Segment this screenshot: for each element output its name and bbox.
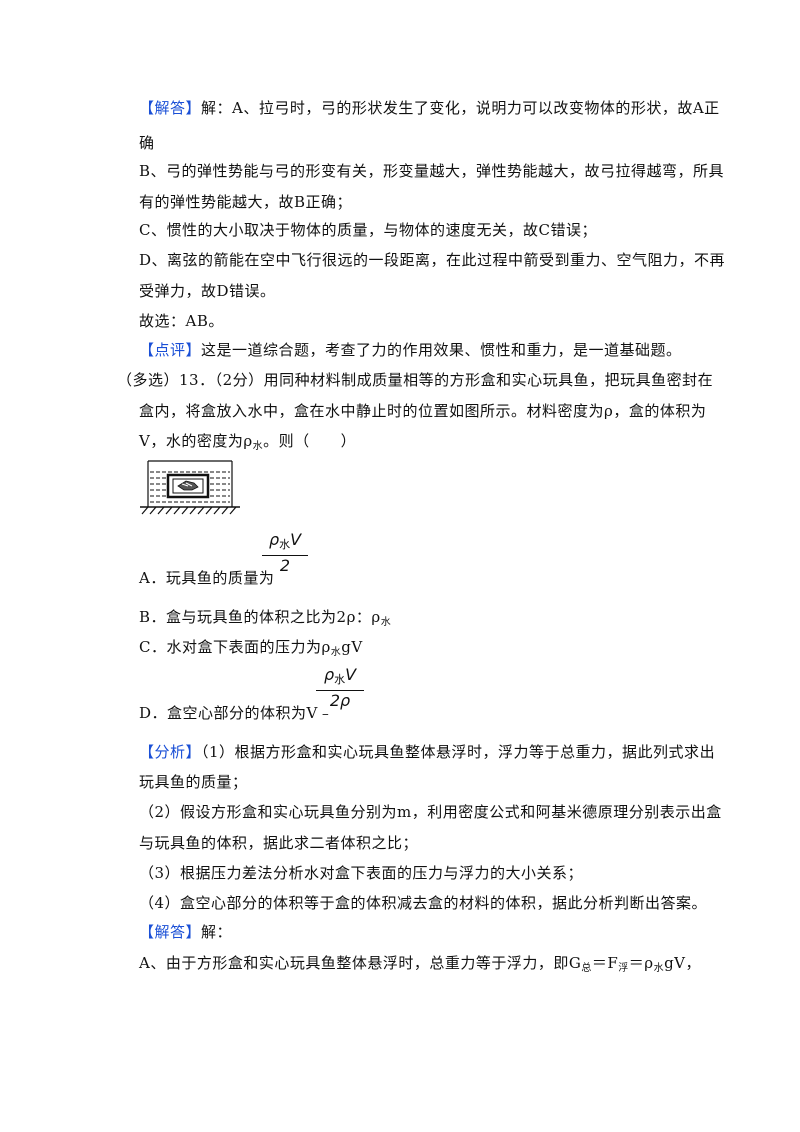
- subscript: 总: [581, 963, 592, 974]
- answer2-line-2: A、由于方形盒和实心玩具鱼整体悬浮时，总重力等于浮力，即G总＝F浮＝ρ水gV，: [139, 953, 701, 979]
- answer2-text: gV，: [664, 954, 702, 972]
- option-text: gV: [341, 638, 363, 656]
- fraction-numerator: ρ: [268, 530, 280, 549]
- fraction-denominator: 2: [279, 556, 291, 575]
- comment-line: 【点评】这是一道综合题，考查了力的作用效果、惯性和重力，是一道基础题。: [139, 340, 682, 360]
- analysis-text: （1）根据方形盒和实心玩具鱼整体悬浮时，浮力等于总重力，据此列式求出: [201, 743, 716, 761]
- option-d-fraction: ρ水V 2ρ: [316, 666, 364, 710]
- answer-line-7: 受弹力，故D错误。: [139, 282, 276, 300]
- subscript: 水: [279, 538, 291, 551]
- answer2-text: 解：: [201, 923, 233, 941]
- analysis-line-5: （3）根据压力差法分析水对盒下表面的压力与浮力的大小关系；: [139, 864, 584, 882]
- fraction-numerator-tail: V: [345, 665, 357, 684]
- analysis-line-6: （4）盒空心部分的体积等于盒的体积减去盒的材料的体积，据此分析判断出答案。: [139, 894, 708, 912]
- water-box-figure: [140, 460, 240, 515]
- comment-tag: 【点评】: [139, 341, 202, 359]
- option-a: A．玩具鱼的质量为: [139, 569, 275, 587]
- answer-line-3: B、弓的弹性势能与弓的形变有关，形变量越大，弹性势能越大，故弓拉得越弯，所具: [139, 162, 725, 180]
- answer2-text: ＝ρ: [628, 954, 654, 972]
- subscript: 水: [334, 673, 346, 686]
- answer-line-5: C、惯性的大小取决于物体的质量，与物体的速度无关，故C错误；: [139, 221, 597, 239]
- fraction-denominator: 2ρ: [329, 691, 351, 710]
- analysis-tag: 【分析】: [139, 743, 202, 761]
- answer2-tag: 【解答】: [139, 923, 202, 941]
- subscript: 水: [252, 441, 264, 452]
- comment-text: 这是一道综合题，考查了力的作用效果、惯性和重力，是一道基础题。: [201, 341, 682, 359]
- answer2-text: A、由于方形盒和实心玩具鱼整体悬浮时，总重力等于浮力，即G: [139, 954, 582, 972]
- answer2-text: ＝F: [591, 954, 619, 972]
- option-c: C．水对盒下表面的压力为ρ水gV: [139, 637, 363, 663]
- question-line-3: V，水的密度为ρ水。则（ ）: [139, 431, 356, 457]
- answer-line-6: D、离弦的箭能在空中飞行很远的一段距离，在此过程中箭受到重力、空气阻力，不再: [139, 251, 726, 269]
- option-text: C．水对盒下表面的压力为ρ: [139, 638, 331, 656]
- analysis-line-4: 与玩具鱼的体积，据此求二者体积之比；: [139, 834, 419, 852]
- question-text: 。则（ ）: [263, 432, 357, 450]
- answer-line-1: 【解答】解：A、拉弓时，弓的形状发生了变化，说明力可以改变物体的形状，故A正: [139, 98, 720, 118]
- subscript: 浮: [618, 963, 629, 974]
- fraction-bar: [316, 690, 364, 691]
- question-text: V，水的密度为ρ: [139, 432, 253, 450]
- answer-line-8: 故选：AB。: [139, 312, 224, 330]
- fraction-numerator-tail: V: [290, 530, 302, 549]
- answer-tag: 【解答】: [139, 99, 202, 117]
- option-b: B．盒与玩具鱼的体积之比为2ρ：ρ水: [139, 607, 391, 633]
- answer2-line-1: 【解答】解：: [139, 922, 232, 942]
- analysis-line-2: 玩具鱼的质量；: [139, 773, 248, 791]
- question-line-1: （多选）13．（2分）用同种材料制成质量相等的方形盒和实心玩具鱼，把玩具鱼密封在: [117, 371, 714, 389]
- subscript: 水: [330, 647, 342, 658]
- fraction-numerator: ρ: [323, 665, 335, 684]
- fraction-bar: [262, 555, 308, 556]
- question-line-2: 盒内，将盒放入水中，盒在水中静止时的位置如图所示。材料密度为ρ，盒的体积为: [139, 402, 707, 420]
- option-d: D．盒空心部分的体积为V﹣: [139, 704, 334, 722]
- answer-text: 解：A、拉弓时，弓的形状发生了变化，说明力可以改变物体的形状，故A正: [201, 99, 720, 117]
- subscript: 水: [380, 617, 392, 628]
- option-a-fraction: ρ水V 2: [262, 531, 308, 575]
- option-text: B．盒与玩具鱼的体积之比为2ρ：ρ: [139, 608, 381, 626]
- analysis-line-3: （2）假设方形盒和实心玩具鱼分别为m，利用密度公式和阿基米德原理分别表示出盒: [139, 803, 722, 821]
- analysis-line-1: 【分析】（1）根据方形盒和实心玩具鱼整体悬浮时，浮力等于总重力，据此列式求出: [139, 742, 715, 762]
- answer-line-4: 有的弹性势能越大，故B正确；: [139, 193, 353, 211]
- answer-line-2: 确: [139, 134, 155, 152]
- subscript: 水: [653, 963, 665, 974]
